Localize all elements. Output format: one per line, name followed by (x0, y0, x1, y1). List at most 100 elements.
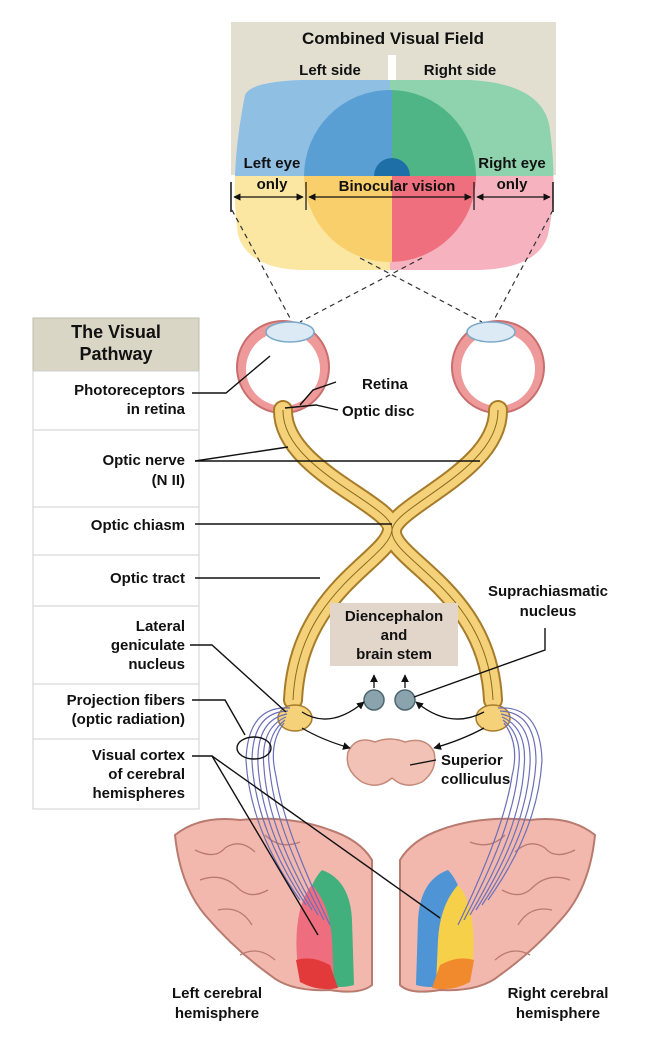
panel-row-visual-cortex (32, 738, 200, 810)
left-vitreous (246, 332, 320, 406)
visual-cortex-line2: of cerebral (108, 766, 185, 783)
optic-nerve-line2: (N II) (152, 472, 185, 489)
superior-colliculus-line1: Superior (441, 752, 503, 769)
panel-row-projection-fibers (32, 683, 200, 740)
photoreceptors-line1: Photoreceptors (74, 382, 185, 399)
right-visual-cortex-orange (432, 958, 474, 990)
right-eye-only-line2: only (497, 176, 528, 193)
left-sulcus-5 (239, 950, 276, 961)
right-optic-radiation (457, 707, 543, 926)
optic-tract-label: Optic tract (110, 570, 185, 587)
left-radiation-fiber-2 (251, 710, 307, 906)
right-eye (451, 320, 545, 414)
optic-chiasm-label: Optic chiasm (91, 517, 185, 534)
right-sulcus-5 (494, 950, 531, 961)
leader-retina (299, 381, 337, 406)
projection-fibers-line2: (optic radiation) (72, 711, 185, 728)
projection-fibers-circle (236, 736, 272, 760)
left-lens (265, 321, 315, 343)
left-sulcus-1 (194, 843, 256, 856)
right-radiation-fiber-3 (475, 713, 531, 911)
right-side-label: Right side (424, 62, 497, 79)
leader-photoreceptors (192, 355, 271, 394)
left-radiation-fiber-6 (272, 722, 331, 926)
left-tract-to-colliculus-arrow (301, 727, 351, 750)
binocular-vision-label: Binocular vision (339, 178, 456, 195)
lateral-geniculate-line2: geniculate (111, 637, 185, 654)
pathway-right-fiber (391, 409, 499, 701)
right-hemisphere-line2: hemisphere (516, 1005, 600, 1022)
right-sulcus-3 (517, 908, 553, 926)
right-hemisphere-sulci (469, 834, 576, 961)
right-radiation-fiber-4 (469, 716, 526, 916)
right-suprachiasmatic-nucleus (394, 689, 416, 711)
leader-superior-colliculus (409, 759, 437, 766)
leader-optic-disc (284, 404, 339, 411)
optic-disc-label: Optic disc (342, 403, 415, 420)
left-sulcus-3 (217, 908, 253, 926)
optic-pathway (272, 400, 511, 732)
projection-fibers-line1: Projection fibers (67, 692, 185, 709)
panel-row-optic-nerve (32, 429, 200, 508)
superior-colliculus (346, 738, 436, 786)
retina-label: Retina (362, 376, 409, 393)
panel-title-line1: The Visual (71, 322, 161, 342)
left-cerebral-hemisphere (173, 817, 373, 993)
right-lens (466, 321, 516, 343)
visual-field-title: Combined Visual Field (302, 29, 484, 48)
right-hemisphere-line1: Right cerebral (508, 985, 609, 1002)
left-eye-only-line1: Left eye (244, 155, 301, 172)
diencephalon-line3: brain stem (356, 646, 432, 663)
diencephalon-line2: and (381, 627, 408, 644)
left-side-label: Left side (299, 62, 361, 79)
right-vitreous (461, 332, 535, 406)
right-sulcus-1 (514, 843, 576, 856)
left-visual-cortex-red (296, 958, 338, 990)
suprachiasmatic-line2: nucleus (520, 603, 577, 620)
left-optic-radiation (245, 707, 331, 926)
left-hemisphere-sulci (194, 834, 301, 961)
suprachiasmatic-line1: Suprachiasmatic (488, 583, 608, 600)
lateral-geniculate-line3: nucleus (128, 656, 185, 673)
visual-cortex-line1: Visual cortex (92, 747, 186, 764)
panel-title-box (32, 317, 200, 372)
sight-line-right-outer (494, 209, 554, 319)
lateral-geniculate-line1: Lateral (136, 618, 185, 635)
right-sulcus-2 (501, 876, 571, 896)
leader-projection-fibers (192, 699, 246, 736)
left-hemisphere-line1: Left cerebral (172, 985, 262, 1002)
sight-line-left-outer (231, 209, 291, 319)
visual-field-diagram: Combined Visual Field Left side Right si… (230, 22, 556, 270)
leader-visual-cortex-right (211, 755, 441, 919)
left-radiation-fiber-5 (268, 719, 325, 921)
left-eye-only-line2: only (257, 176, 288, 193)
panel-title-line2: Pathway (79, 344, 152, 364)
photoreceptors-line2: in retina (127, 401, 186, 418)
left-radiation-fiber-3 (257, 713, 313, 911)
fovea-marker (374, 158, 410, 176)
panel-row-lateral-geniculate (32, 605, 200, 685)
left-suprachiasmatic-nucleus (363, 689, 385, 711)
panel-rows (32, 370, 200, 810)
binocular-field (304, 90, 476, 262)
sight-line-right-inner (359, 257, 483, 323)
visual-cortex-line3: hemispheres (92, 785, 185, 802)
left-radiation-fiber-4 (262, 716, 319, 916)
left-sulcus-2 (199, 876, 269, 896)
leader-suprachiasmatic (413, 628, 546, 698)
right-radiation-fiber-1 (487, 707, 543, 901)
visual-pathway-panel: The Visual Pathway Photoreceptors in ret… (32, 317, 200, 810)
leader-lines (190, 355, 546, 936)
right-radiation-fiber-5 (463, 719, 520, 921)
leader-optic-nerve-left (194, 446, 289, 462)
superior-colliculus-line2: colliculus (441, 771, 510, 788)
right-tract-to-nucleus-arrow (415, 701, 485, 720)
panel-row-photoreceptors (32, 370, 200, 431)
leader-lateral-geniculate (190, 644, 287, 713)
left-hemisphere-line2: hemisphere (175, 1005, 259, 1022)
right-cerebral-hemisphere (399, 817, 597, 993)
left-eye (236, 320, 330, 414)
right-radiation-fiber-6 (457, 722, 516, 926)
